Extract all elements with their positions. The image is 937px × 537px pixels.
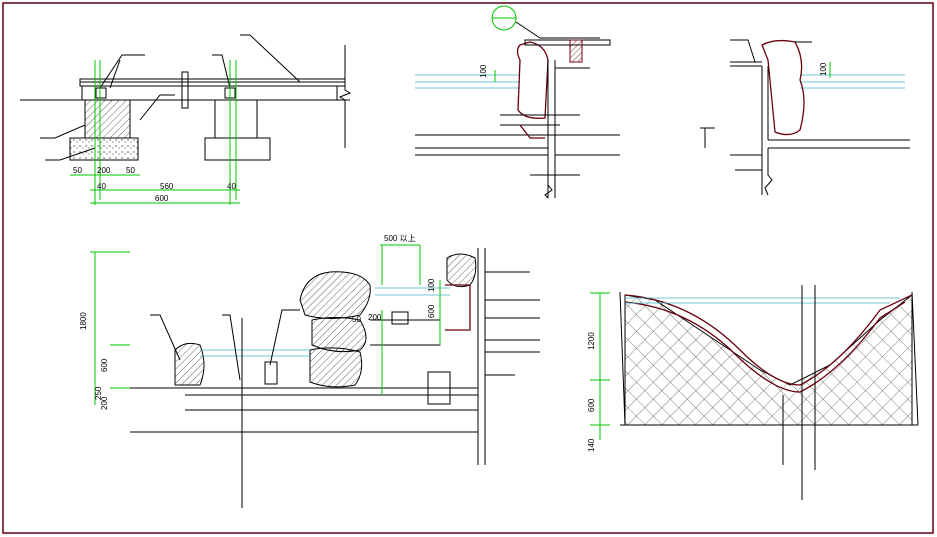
waterfall-dim-6: 600: [427, 304, 436, 318]
stone-edge-a: [516, 41, 549, 119]
deck-dim-4: 40: [97, 182, 106, 191]
waterfall-dim-1: 1800: [79, 312, 88, 330]
deck-joist: [81, 85, 338, 101]
pier-1: [84, 99, 131, 139]
waterfall-dim-3: 250: [94, 386, 103, 400]
waterfall-section: 500 以上: [79, 234, 540, 508]
waterfall-dim-2: 600: [100, 358, 109, 372]
pond-section: 1200 600 140: [587, 285, 919, 500]
deck-dim-2: 200: [97, 166, 111, 175]
pond-dim-3: 140: [587, 438, 596, 452]
deck-dim-total: 600: [155, 194, 169, 203]
waterfall-dim-5: 100: [427, 278, 436, 292]
footing-2: [204, 137, 271, 161]
pond-dim-2: 600: [587, 398, 596, 412]
edge-b-dim: 100: [819, 62, 828, 76]
deck-dim-5: 560: [160, 182, 174, 191]
edge-detail-b: 100: [700, 39, 910, 196]
deck-detail: 50 200 50 40 560 40 600: [20, 34, 352, 205]
footing-1: [69, 137, 139, 161]
waterfall-note: 500 以上: [384, 234, 416, 243]
deck-dim-3: 50: [126, 166, 135, 175]
stone-edge-b: [761, 39, 805, 136]
deck-dim-1: 50: [73, 166, 82, 175]
waterfall-dim-7: 50: [352, 315, 361, 324]
edge-detail-a: 100: [415, 5, 620, 199]
break-line: [338, 45, 352, 148]
pond-dim-1: 1200: [587, 332, 596, 350]
waterfall-dim-4: 200: [100, 396, 109, 410]
deck-dim-6: 40: [227, 182, 236, 191]
edge-a-dim: 100: [479, 64, 488, 78]
waterfall-dim-8: 200: [368, 313, 382, 322]
